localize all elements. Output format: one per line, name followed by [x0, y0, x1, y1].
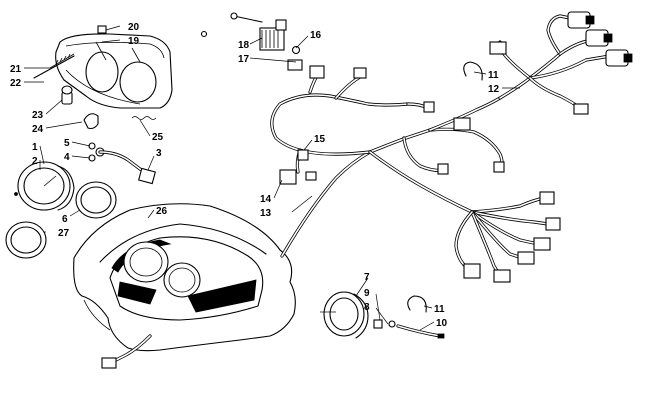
bulb-part: [61, 85, 73, 105]
ring-upper: [463, 61, 483, 81]
dash-panel: [73, 203, 296, 352]
callout-16: 16: [310, 30, 322, 41]
gauge-harness: [98, 150, 156, 185]
callout-9: 9: [364, 288, 370, 299]
callout-2: 2: [32, 156, 38, 167]
callout-19: 19: [128, 36, 140, 47]
nut-part: [291, 45, 301, 55]
callout-5: 5: [64, 138, 70, 149]
callout-17: 17: [238, 54, 250, 65]
callout-7: 7: [364, 272, 370, 283]
misc-part: [200, 30, 208, 38]
callout-14: 14: [260, 194, 272, 205]
callout-10: 10: [436, 318, 448, 329]
callout-1: 1: [32, 142, 38, 153]
callout-12: 12: [488, 84, 500, 95]
lower-connector: [463, 191, 561, 283]
callout-4: 4: [64, 152, 70, 163]
boot-part: [83, 113, 99, 130]
callout-18: 18: [238, 40, 250, 51]
gauge-part: [14, 161, 75, 211]
callout-8: 8: [364, 302, 370, 313]
bezel-part: [5, 221, 47, 259]
adjuster-screw: [33, 53, 75, 79]
callout-26: 26: [156, 206, 168, 217]
headlight-housing: [55, 33, 173, 109]
leader-lines: [24, 25, 520, 331]
relay-part: [279, 149, 317, 185]
callout-27: 27: [58, 228, 70, 239]
clip-part: [97, 25, 107, 34]
callout-11-lower: 11: [434, 304, 445, 315]
spring-part: [131, 116, 157, 120]
regulator-part: [230, 12, 287, 51]
speedo-gauge: [320, 291, 369, 339]
callout-25: 25: [152, 132, 164, 143]
upper-connector: [489, 11, 633, 115]
callout-20: 20: [128, 22, 140, 33]
callout-15: 15: [314, 134, 326, 145]
dash-connector: [101, 334, 152, 369]
callout-11-upper: 11: [488, 70, 499, 81]
retaining-ring: [407, 295, 427, 313]
callout-6: 6: [62, 214, 68, 225]
callout-labels: 20 19 21 22 23 24 25 1 2 5 4 3 6 27 26 1…: [10, 22, 500, 329]
bulb-socket-lower: [373, 319, 445, 339]
callout-22: 22: [10, 78, 22, 89]
callout-13: 13: [260, 208, 272, 219]
callout-21: 21: [10, 64, 22, 75]
harness-connector: [287, 59, 505, 175]
ring-part: [75, 181, 117, 219]
main-harness: [270, 72, 504, 258]
callout-3: 3: [156, 148, 162, 159]
callout-23: 23: [32, 110, 44, 121]
callout-24: 24: [32, 124, 44, 135]
